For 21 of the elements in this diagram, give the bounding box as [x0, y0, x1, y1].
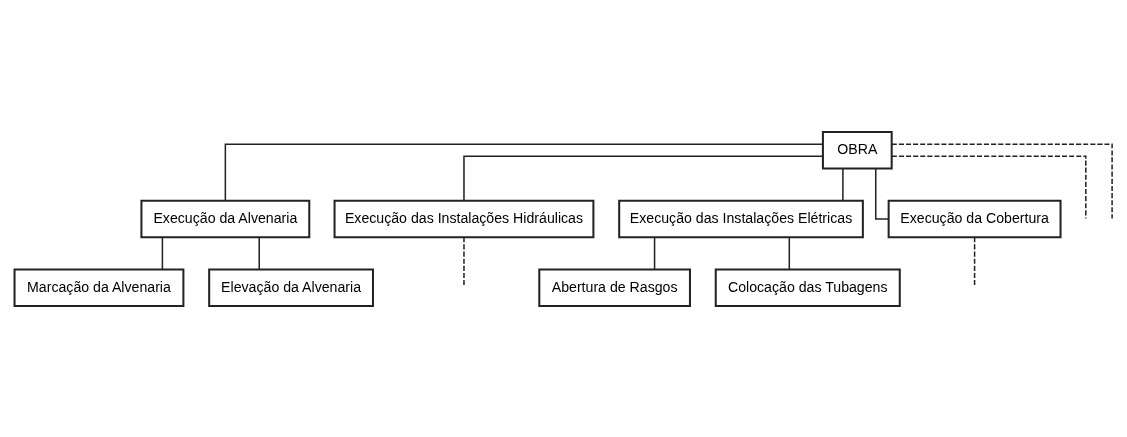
node-box: Execução da Alvenaria	[140, 199, 311, 238]
connector	[463, 236, 465, 288]
node-box: Colocação das Tubagens	[714, 268, 901, 307]
node-box: Execução das Instalações Hidráulicas	[333, 199, 595, 238]
node-box: OBRA	[821, 130, 893, 169]
connector	[875, 167, 890, 220]
connector	[463, 155, 824, 201]
connector	[258, 236, 260, 270]
node-box: Marcação da Alvenaria	[13, 268, 185, 307]
connector	[653, 236, 656, 270]
node-box: Execução da Cobertura	[887, 199, 1062, 238]
connector	[891, 142, 1113, 219]
connector	[842, 167, 844, 201]
connector	[161, 236, 164, 270]
connector	[788, 236, 791, 270]
node-box: Execução das Instalações Elétricas	[618, 199, 864, 238]
node-box: Elevação da Alvenaria	[208, 268, 374, 307]
connector	[224, 142, 824, 201]
connector	[891, 155, 1087, 219]
connector	[973, 236, 976, 288]
node-box: Abertura de Rasgos	[538, 268, 691, 307]
